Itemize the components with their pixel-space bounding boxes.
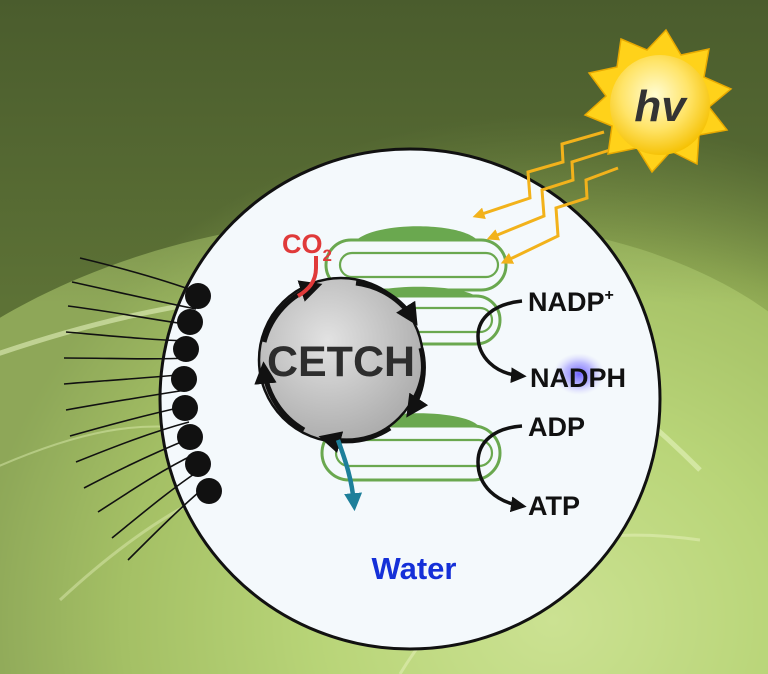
nadp-label-main: NADP — [528, 287, 605, 317]
surfactant-heads — [171, 283, 222, 504]
co2-label: CO2 — [282, 229, 332, 265]
co2-label-main: CO — [282, 229, 323, 259]
water-label: Water — [372, 551, 457, 586]
atp-label: ATP — [528, 491, 580, 521]
nadph-glow — [553, 353, 605, 395]
sun-label: hv — [634, 82, 688, 131]
nadp-label: NADP+ — [528, 287, 614, 317]
co2-label-sub: 2 — [323, 246, 332, 265]
light-rays — [472, 130, 619, 264]
adp-label: ADP — [528, 412, 585, 442]
co2-inflow-arrow — [296, 256, 318, 298]
nadph-conversion-arrow — [476, 299, 527, 384]
sun-icon — [583, 28, 733, 174]
atp-conversion-arrow — [476, 424, 527, 513]
nadp-label-sup: + — [605, 287, 614, 304]
cetch-label: CETCH — [267, 338, 415, 386]
nadph-label: NADPH — [530, 363, 626, 393]
product-outflow-arrow — [335, 439, 363, 512]
